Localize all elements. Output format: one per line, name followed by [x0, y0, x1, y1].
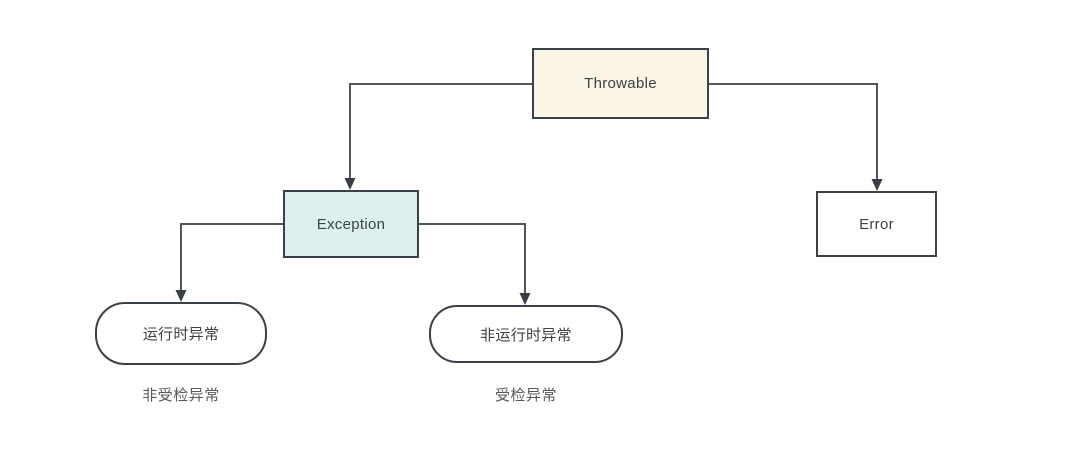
node-runtime-exception-label: 运行时异常 — [142, 326, 220, 343]
node-runtime-exception: 运行时异常 — [95, 302, 267, 365]
arrowhead-exception-nonruntime — [519, 293, 531, 305]
arrowhead-exception-runtime — [175, 290, 187, 302]
node-non-runtime-exception-label: 非运行时异常 — [480, 326, 572, 344]
node-exception: Exception — [283, 190, 419, 258]
connector-throwable-error — [709, 83, 878, 179]
node-throwable-label: Throwable — [584, 75, 657, 92]
node-exception-label: Exception — [316, 215, 386, 233]
arrowhead-throwable-exception — [344, 178, 356, 190]
node-error: Error — [816, 191, 937, 257]
node-non-runtime-exception: 非运行时异常 — [429, 305, 623, 363]
label-checked-exception: 受检异常 — [494, 387, 557, 404]
node-error-label: Error — [859, 215, 894, 233]
connector-throwable-exception — [349, 83, 532, 178]
label-unchecked-exception: 非受检异常 — [142, 387, 220, 404]
connector-exception-nonruntime — [419, 223, 526, 293]
connector-exception-runtime — [180, 223, 283, 290]
node-throwable: Throwable — [532, 48, 709, 119]
arrowhead-throwable-error — [871, 179, 883, 191]
